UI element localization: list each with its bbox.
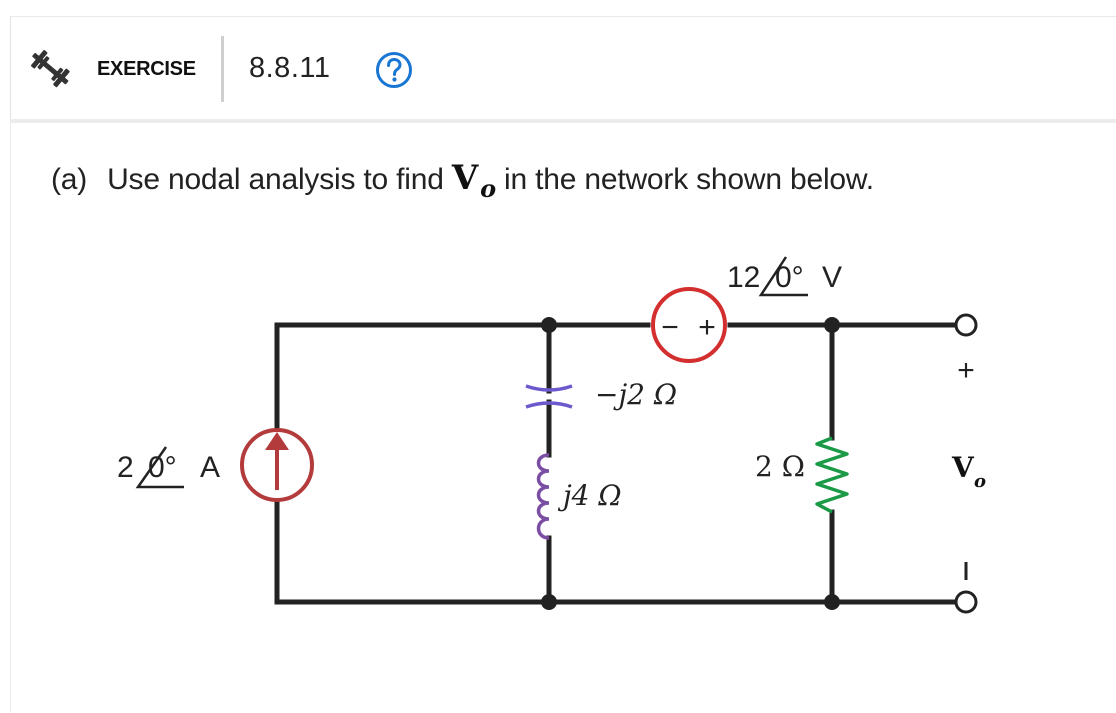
question-text: (a) Use nodal analysis to find Vo in the … bbox=[51, 158, 874, 203]
voltage-source bbox=[651, 287, 727, 363]
header-divider-bottom bbox=[10, 119, 1116, 123]
question-text-before: Use nodal analysis to find bbox=[107, 163, 444, 196]
question-text-after: in the network shown below. bbox=[504, 163, 874, 196]
resistor bbox=[815, 436, 849, 514]
voltage-source-angle: 0° bbox=[775, 261, 804, 294]
circuit-wires bbox=[274, 322, 959, 605]
current-source-angle-symbol bbox=[135, 446, 184, 489]
output-terminal-top bbox=[954, 313, 978, 337]
output-variable-sub: o bbox=[974, 471, 986, 492]
circuit-diagram: − + 12 0° V 2 0° A −j2 Ω j4 Ω 2 Ω + V o bbox=[117, 256, 986, 614]
question-variable-main: V bbox=[451, 158, 479, 198]
current-source-angle: 0° bbox=[148, 451, 177, 484]
output-variable-main: V bbox=[951, 451, 975, 484]
voltage-source-unit: V bbox=[822, 261, 842, 294]
node-dot bbox=[824, 594, 840, 610]
voltage-source-angle-symbol bbox=[758, 256, 808, 297]
capacitor-label: −j2 Ω bbox=[595, 378, 677, 411]
output-plus: + bbox=[957, 354, 975, 387]
question-part-label: (a) bbox=[51, 163, 88, 196]
exercise-header bbox=[10, 17, 1116, 119]
header-vertical-divider bbox=[221, 36, 224, 102]
question-variable-sub: o bbox=[480, 174, 496, 203]
voltage-source-minus: − bbox=[661, 311, 679, 344]
exercise-number: 8.8.11 bbox=[249, 52, 331, 84]
node-dot bbox=[541, 317, 557, 333]
voltage-source-value: 12 bbox=[727, 261, 760, 294]
resistor-label: 2 Ω bbox=[755, 450, 805, 483]
content-edge bbox=[10, 123, 11, 713]
output-terminal-bottom bbox=[954, 590, 978, 614]
question-variable: Vo bbox=[451, 158, 496, 203]
inductor bbox=[536, 453, 550, 540]
voltage-source-plus: + bbox=[698, 311, 716, 344]
inductor-label: j4 Ω bbox=[557, 479, 622, 512]
capacitor bbox=[525, 384, 573, 409]
current-source-unit: A bbox=[200, 451, 220, 484]
current-source-value: 2 bbox=[117, 451, 134, 484]
node-dot bbox=[824, 317, 840, 333]
dumbbell-icon bbox=[30, 50, 70, 88]
node-dot bbox=[541, 594, 557, 610]
top-rule bbox=[10, 16, 1116, 17]
exercise-label: EXERCISE bbox=[97, 58, 196, 80]
help-icon[interactable] bbox=[375, 51, 413, 89]
current-source-arrowhead bbox=[265, 432, 289, 450]
